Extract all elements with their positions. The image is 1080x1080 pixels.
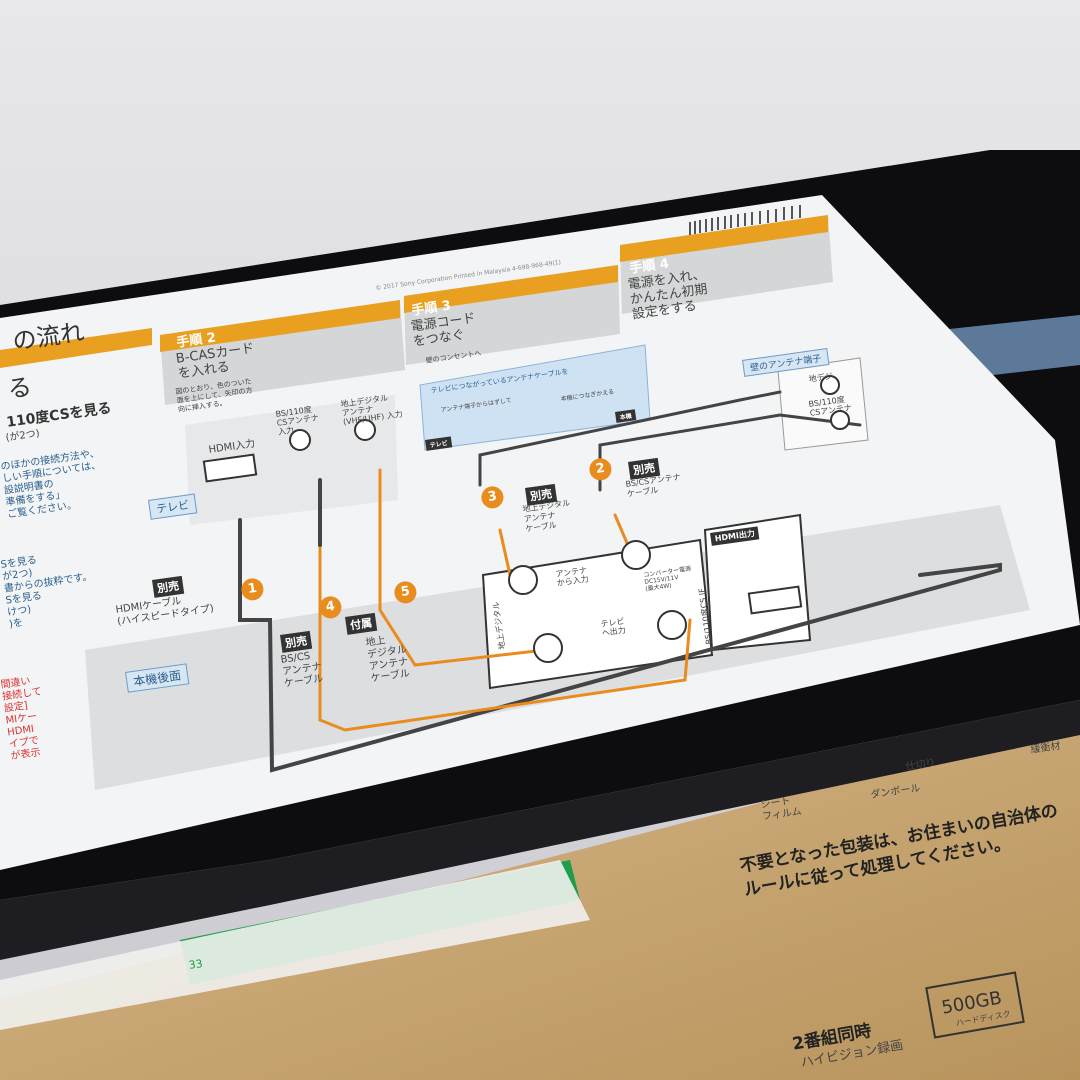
cable-terr-supplied	[378, 468, 547, 667]
wall-port-terr	[820, 375, 840, 395]
cable-terr-3	[478, 390, 782, 487]
tv-out-label: テレビ へ出力	[600, 616, 627, 638]
left-header-bar	[0, 328, 152, 368]
cable-bs-long	[318, 543, 692, 732]
tv-port-terr	[354, 419, 376, 441]
hdmi-out-panel	[703, 513, 812, 652]
barcode	[689, 205, 801, 235]
port-antenna-in	[508, 565, 538, 595]
tv-port-bs	[289, 429, 311, 451]
tv-panel	[185, 395, 398, 525]
cable-4-text: BS/CS アンテナ ケーブル	[280, 650, 324, 690]
step4-header	[620, 215, 828, 262]
white-label	[0, 860, 590, 1030]
label-number: 33	[187, 957, 204, 972]
step3-header	[404, 265, 618, 313]
cable-3-orange	[498, 528, 512, 577]
capacity-box	[925, 971, 1025, 1039]
cable-hdmi	[238, 518, 1002, 773]
port-tv-out-bs	[657, 610, 687, 640]
hdmi-out-port	[747, 585, 803, 615]
left-text2: Sを見る が2つ) 書からの抜粋です。 Sを見る けつ) )を	[0, 554, 94, 631]
tv-port-hdmi	[202, 453, 258, 483]
cable-5-text: 地上 デジタル アンテナ ケーブル	[365, 635, 411, 685]
port-converter	[621, 540, 651, 570]
step2-header	[160, 300, 400, 352]
recorder-front-edge	[0, 700, 1080, 960]
sheet-subtitle: る	[5, 372, 34, 404]
wall-port-bs	[830, 410, 850, 430]
port-tv-out-terr	[533, 633, 563, 663]
